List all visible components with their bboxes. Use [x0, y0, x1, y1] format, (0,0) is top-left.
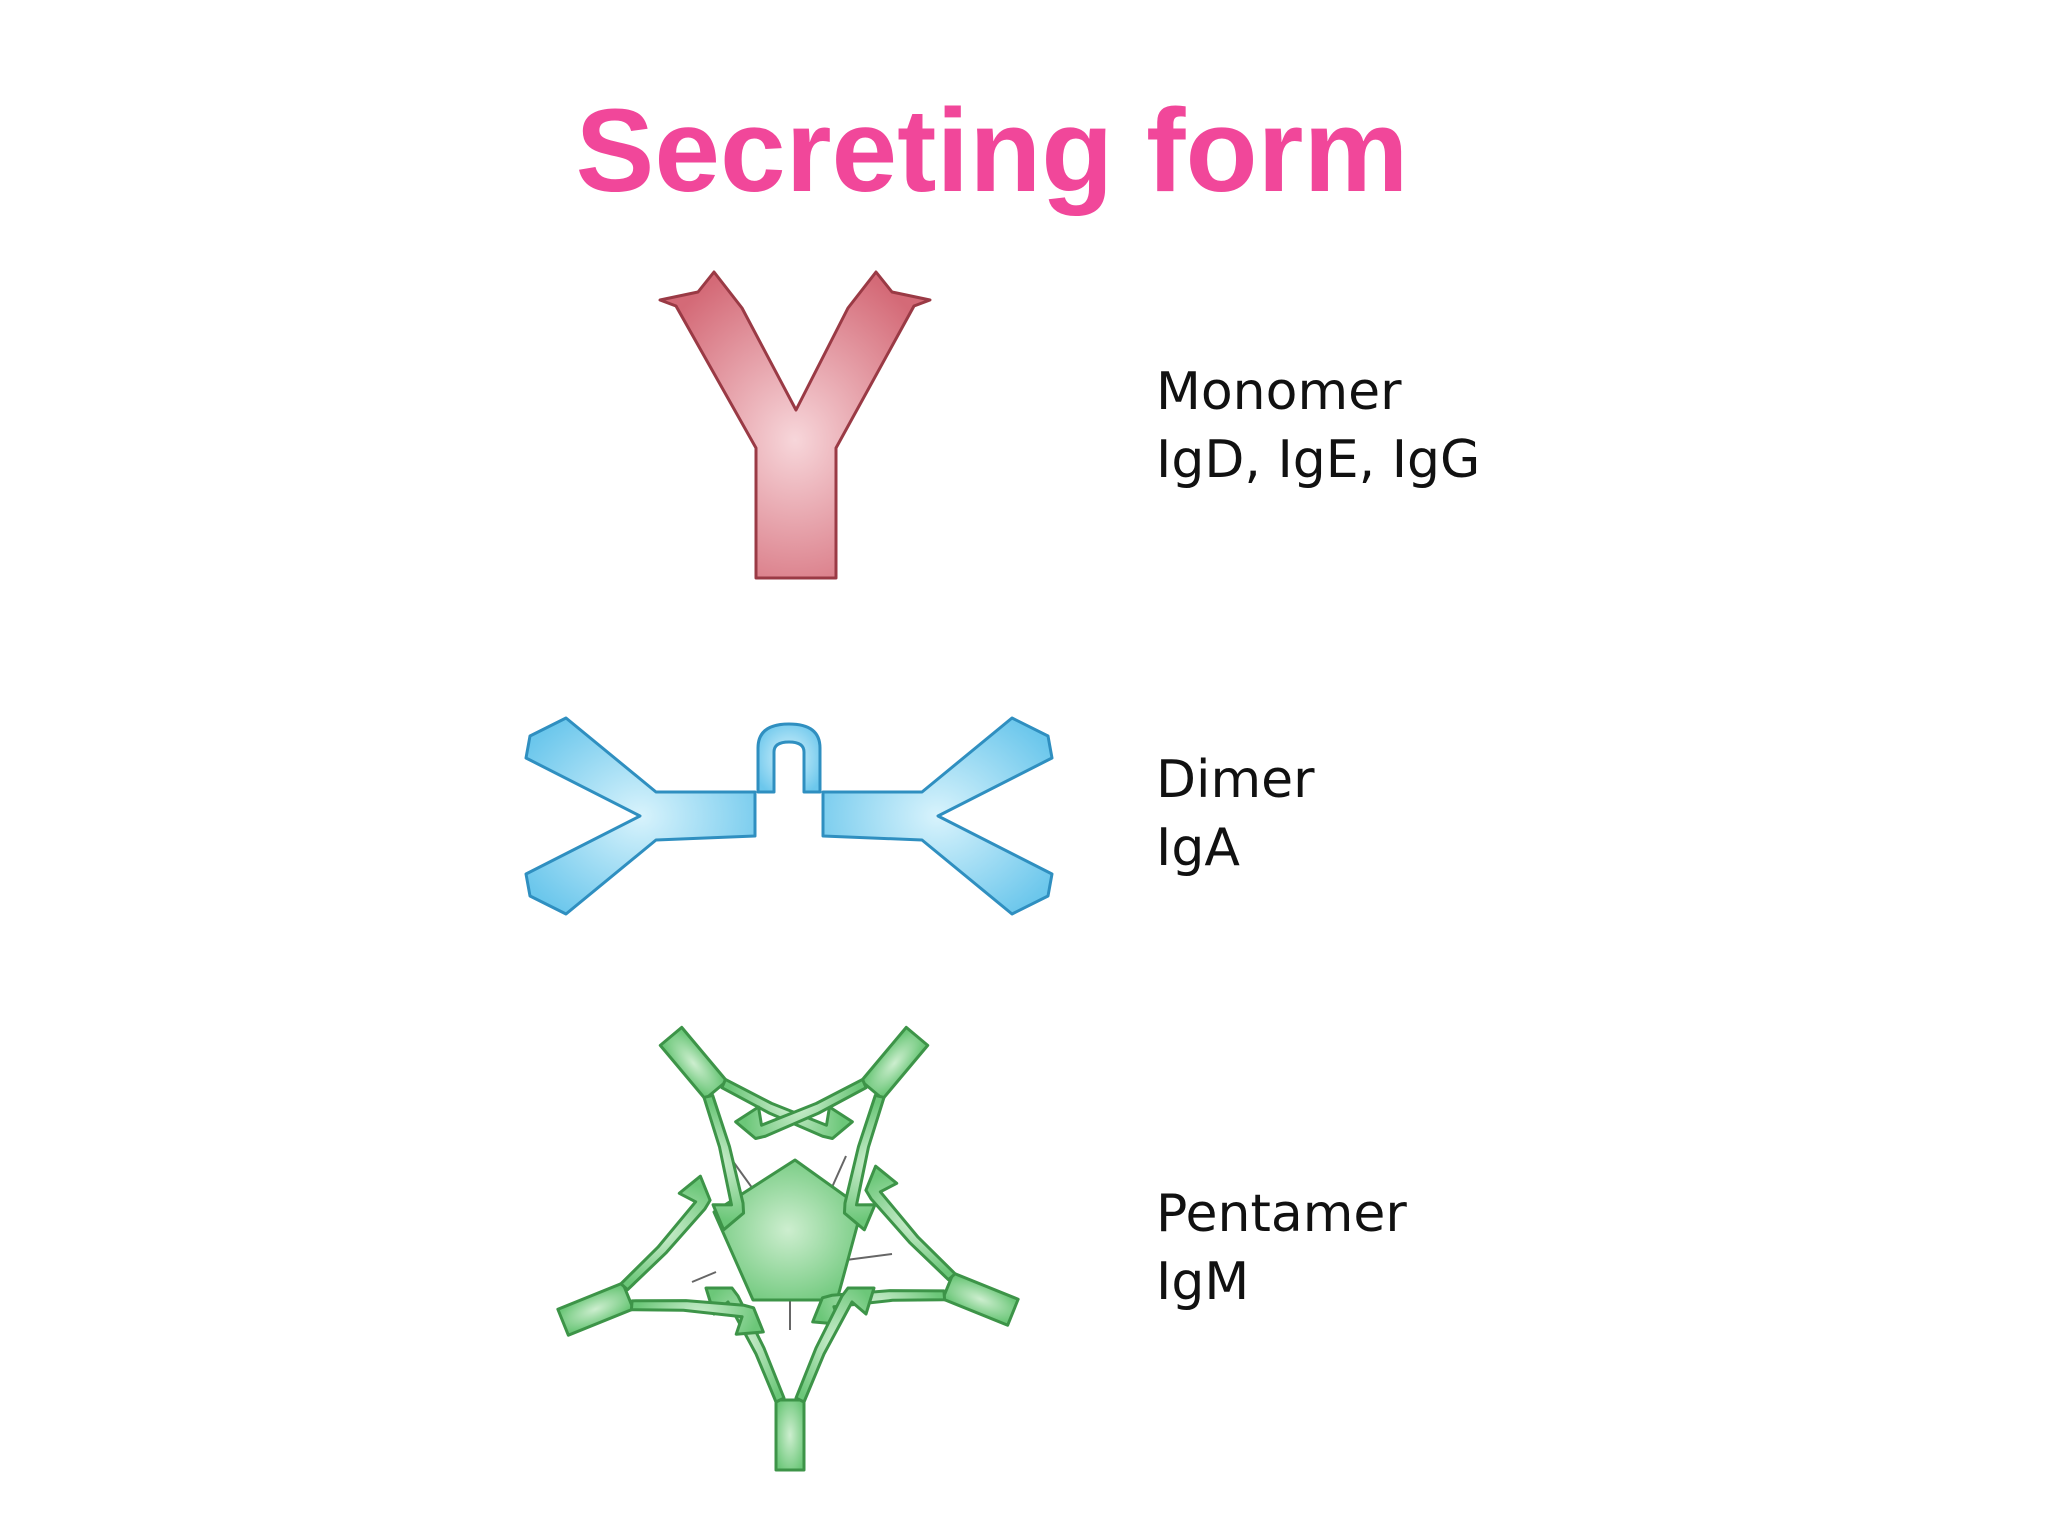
dimer-antibody-icon: [524, 716, 1054, 916]
dimer-label: Dimer IgA: [1156, 746, 1315, 882]
monomer-name: Monomer: [1156, 362, 1402, 422]
pentamer-antibody-icon: [530, 980, 1046, 1472]
pentamer-label: Pentamer IgM: [1156, 1180, 1407, 1316]
monomer-label: Monomer IgD, IgE, IgG: [1156, 358, 1480, 494]
pentamer-classes: IgM: [1156, 1252, 1250, 1312]
pentamer-name: Pentamer: [1156, 1184, 1407, 1244]
dimer-name: Dimer: [1156, 750, 1315, 810]
monomer-classes: IgD, IgE, IgG: [1156, 430, 1481, 490]
slide-title: Secreting form: [575, 85, 1409, 217]
monomer-antibody-icon: [658, 270, 932, 580]
dimer-classes: IgA: [1156, 818, 1240, 878]
